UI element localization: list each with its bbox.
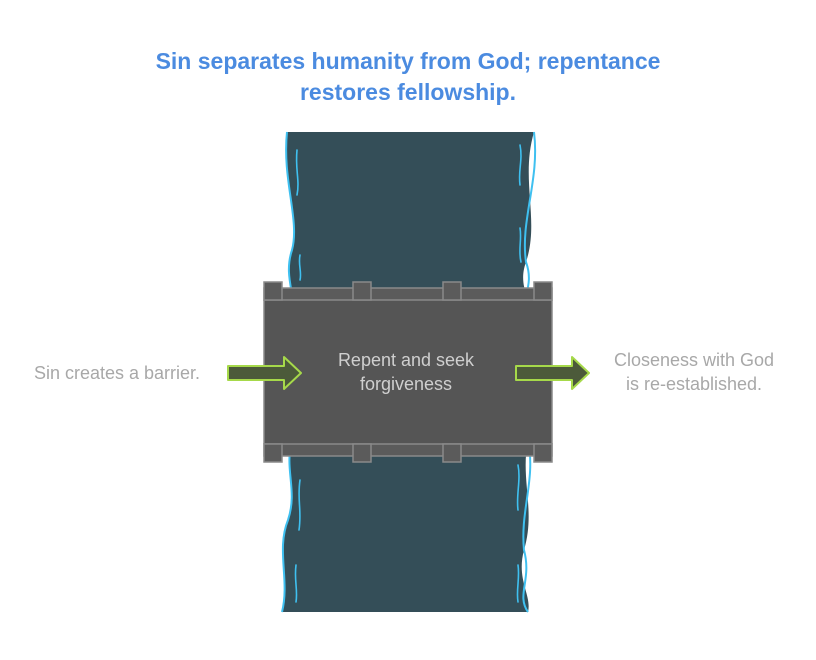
- river-current: [298, 254, 302, 281]
- bridge-label-line-2: forgiveness: [359, 374, 453, 394]
- bridge-post: [352, 281, 372, 301]
- bridge-post: [533, 443, 553, 463]
- bridge-post: [442, 443, 462, 463]
- river-current: [516, 464, 520, 511]
- bridge-post: [533, 281, 553, 301]
- bridge-bottom-rail: [263, 443, 553, 457]
- bridge-label: Repent and seek forgiveness: [300, 348, 512, 396]
- bridge-post: [263, 443, 283, 463]
- left-label: Sin creates a barrier.: [33, 363, 201, 383]
- river-current: [295, 149, 299, 196]
- river-current: [294, 564, 298, 603]
- bridge-post: [442, 281, 462, 301]
- river-current: [516, 564, 520, 603]
- title-line-1: Sin separates humanity from God; repenta…: [155, 48, 661, 74]
- title-line-2: restores fellowship.: [299, 79, 516, 105]
- arrow-right-icon: [227, 356, 302, 390]
- bridge-deck: [264, 300, 552, 444]
- bridge-post: [352, 443, 372, 463]
- right-label: Closeness with God is re-established.: [594, 348, 794, 396]
- river-current: [298, 479, 301, 531]
- river-current: [519, 227, 522, 263]
- diagram-title: Sin separates humanity from God; repenta…: [0, 46, 816, 108]
- arrow-right-icon: [515, 356, 590, 390]
- bridge-label-line-1: Repent and seek: [337, 350, 475, 370]
- right-label-line-1: Closeness with God: [613, 350, 775, 370]
- right-label-line-2: is re-established.: [625, 374, 763, 394]
- river-current: [518, 144, 522, 186]
- bridge-post: [263, 281, 283, 301]
- bridge-top-rail: [263, 287, 553, 301]
